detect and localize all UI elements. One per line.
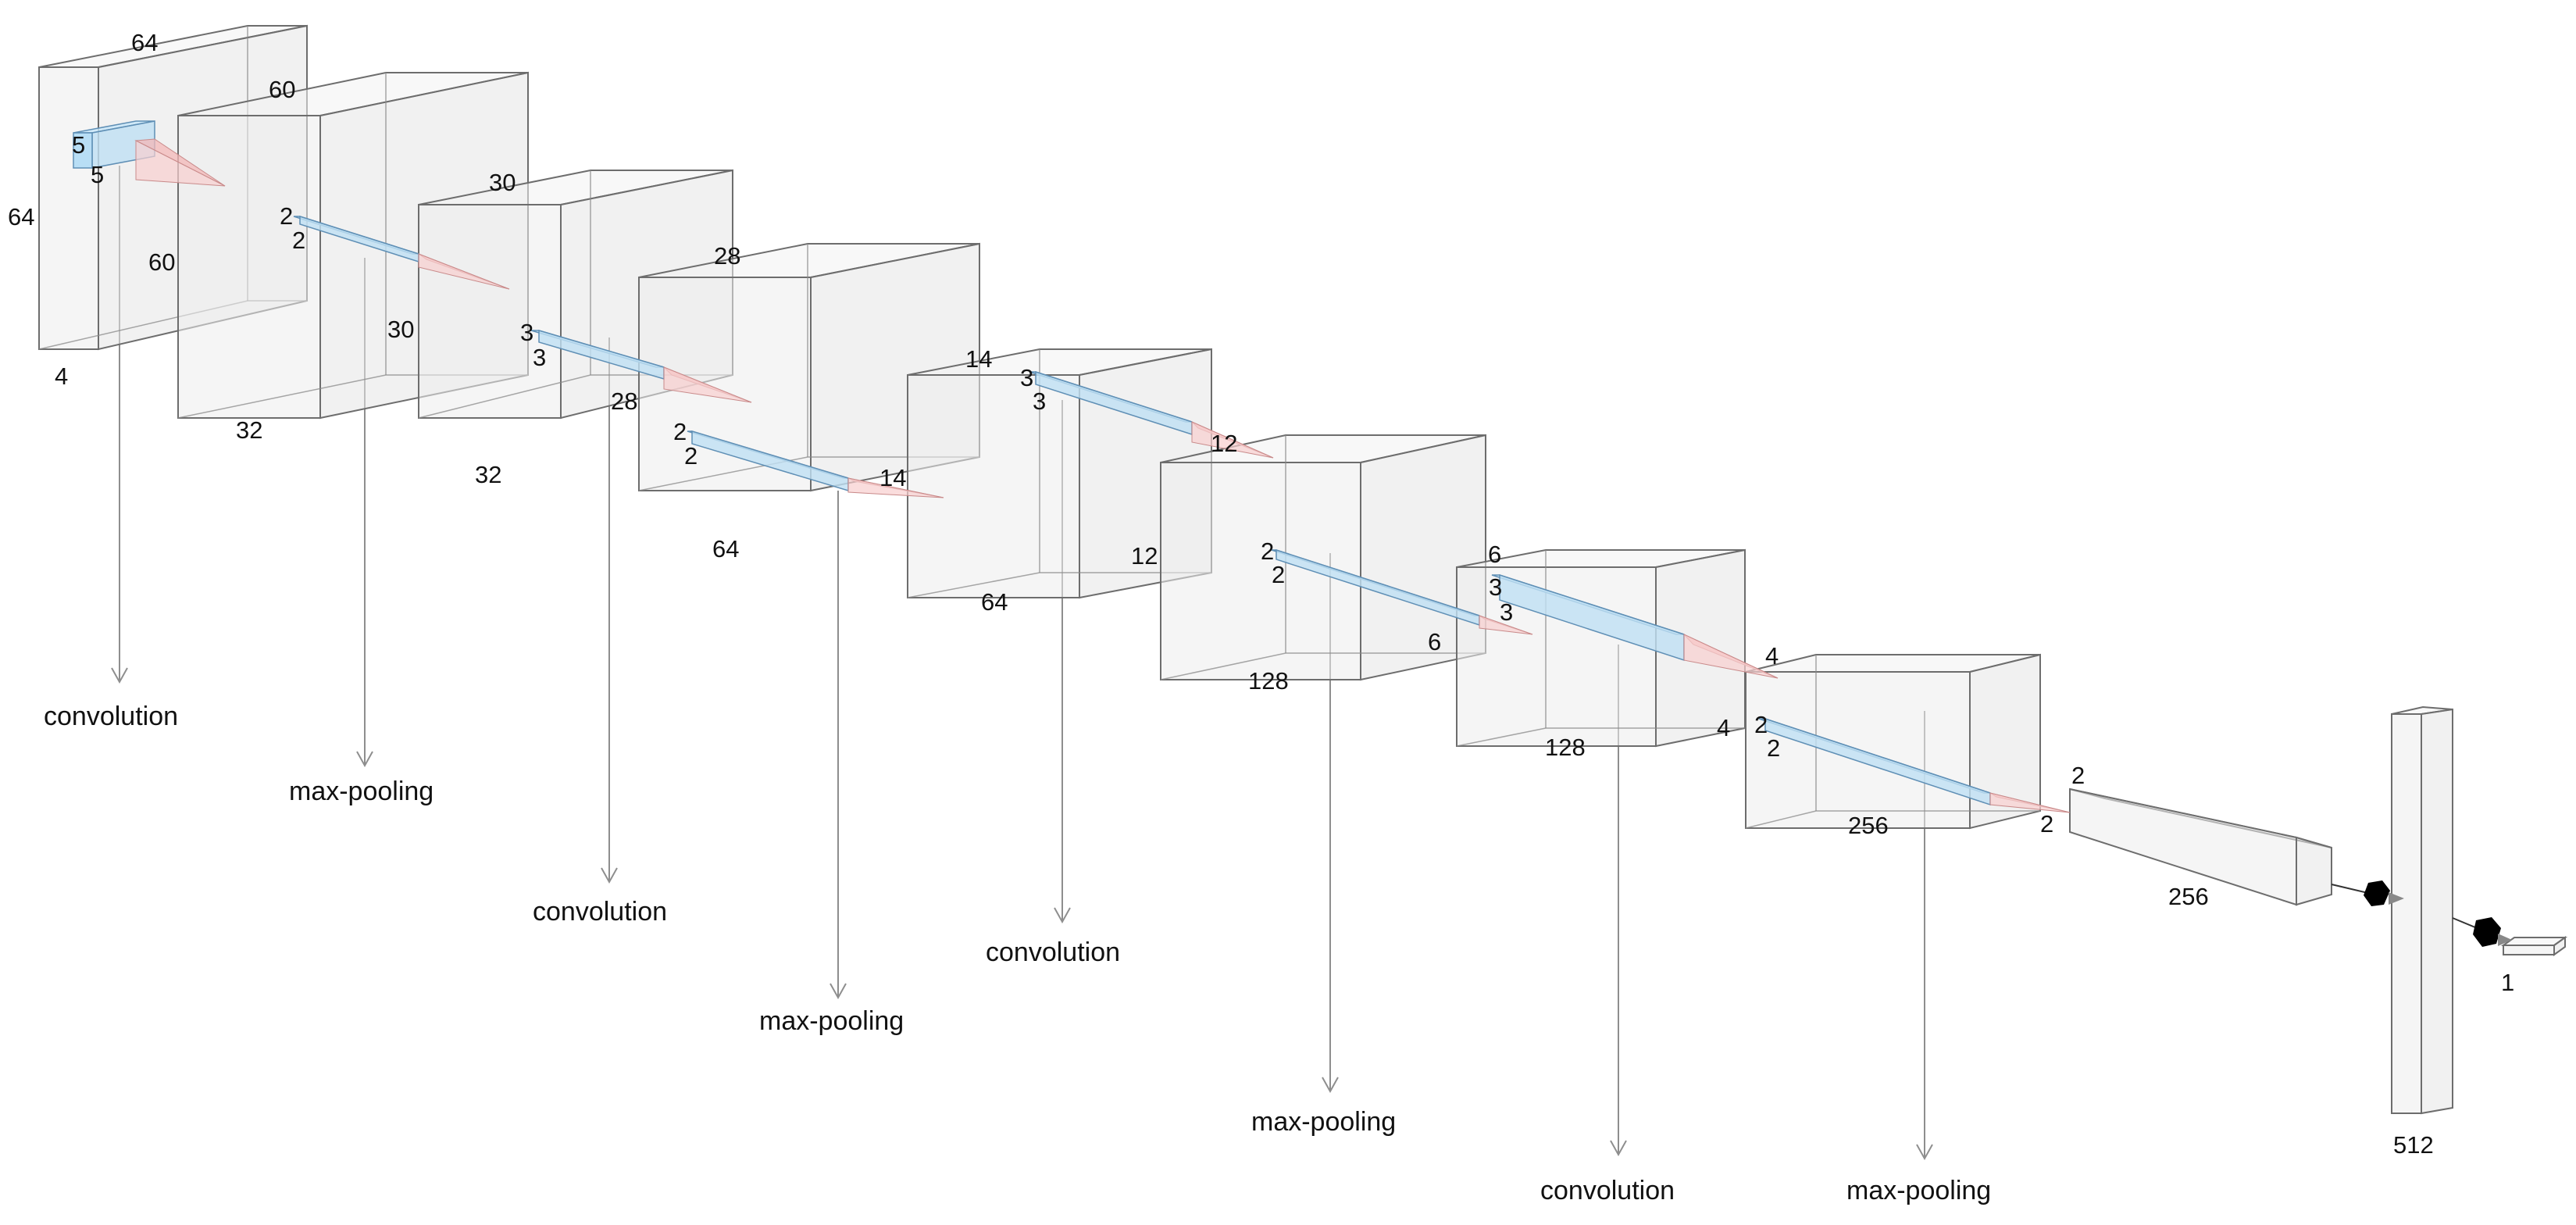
output-node-icon [2473,917,2501,947]
block-9-depth: 256 [2168,883,2209,910]
kernel-5 [1029,370,1274,459]
arrow-pool-2 [830,491,847,1000]
block-9-width: 2 [2071,762,2085,789]
block-11-depth: 1 [2501,969,2514,996]
op-label-1: convolution [44,702,178,731]
block-8-depth: 256 [1848,812,1889,839]
output-node-arrow-icon [2498,934,2512,946]
block-6-height: 12 [1131,542,1158,570]
output-layer-1 [2500,936,2568,956]
block-5-depth: 64 [981,588,1008,616]
block-4-depth: 64 [712,535,739,562]
block-1-height: 64 [8,203,34,230]
block-4-width: 28 [714,242,740,270]
dense-node-arrow-icon [2389,892,2404,905]
block-5-height: 14 [879,464,906,491]
kernel-1 [73,120,226,187]
kernel-2-w: 2 [292,227,305,254]
kernel-8 [1758,717,2071,813]
kernel-1-h: 5 [72,131,85,159]
block-6-depth: 128 [1248,667,1289,695]
block-8-width: 4 [1765,642,1779,670]
kernel-3 [530,329,752,403]
block-labels: 64 64 4 60 60 32 30 30 32 28 28 64 14 14… [8,29,2514,1159]
feature-map-6 [1160,434,1486,681]
kernel-1-w: 5 [91,161,104,188]
op-label-5: convolution [986,938,1120,967]
dense-connections [2331,880,2512,947]
op-label-6: max-pooling [1251,1107,1396,1137]
feature-map-9 [2069,788,2332,906]
block-10-depth: 512 [2393,1131,2434,1159]
kernel-7-h: 3 [1489,573,1502,601]
block-1-depth: 4 [55,362,68,390]
block-9-height: 2 [2040,810,2053,838]
block-7-height: 6 [1428,628,1441,655]
op-label-4: max-pooling [759,1006,904,1036]
block-4-height: 28 [611,388,637,415]
kernel-5-h: 3 [1020,364,1033,391]
kernel-7 [1491,573,1779,679]
operation-labels: convolution max-pooling convolution max-… [44,702,1991,1205]
block-6-width: 12 [1211,430,1237,457]
block-7-depth: 128 [1545,734,1586,761]
kernel-6 [1271,548,1533,635]
kernel-6-w: 2 [1272,561,1285,588]
block-1-width: 64 [131,29,158,56]
kernel-2 [293,215,510,290]
kernel-4-h: 2 [673,418,687,445]
block-8-height: 4 [1717,714,1730,741]
op-label-7: convolution [1540,1176,1675,1205]
block-2-depth: 32 [236,416,262,444]
block-3-height: 30 [387,316,414,343]
kernel-6-h: 2 [1261,538,1274,565]
kernel-7-w: 3 [1500,598,1513,626]
op-label-8: max-pooling [1846,1176,1991,1205]
block-3-depth: 32 [475,461,501,488]
block-7-width: 6 [1488,541,1501,568]
kernel-2-h: 2 [280,202,293,230]
kernel-8-h: 2 [1754,711,1768,738]
block-2-width: 60 [269,76,295,103]
dense-node-icon [2364,880,2390,906]
kernel-8-w: 2 [1767,734,1780,762]
kernel-3-h: 3 [520,319,533,346]
arrow-conv-2 [601,338,618,884]
block-3-width: 30 [489,169,516,196]
block-5-width: 14 [965,345,992,373]
block-2-height: 60 [148,248,175,276]
op-label-2: max-pooling [289,777,433,806]
kernel-4 [687,430,944,498]
kernel-labels: 5 5 2 2 3 3 2 2 3 3 2 2 3 3 2 2 [72,131,1780,762]
op-label-3: convolution [533,897,667,927]
kernel-5-w: 3 [1033,388,1046,415]
kernel-3-w: 3 [533,344,546,371]
kernel-4-w: 2 [684,442,698,470]
dense-layer-512 [2391,705,2453,1115]
